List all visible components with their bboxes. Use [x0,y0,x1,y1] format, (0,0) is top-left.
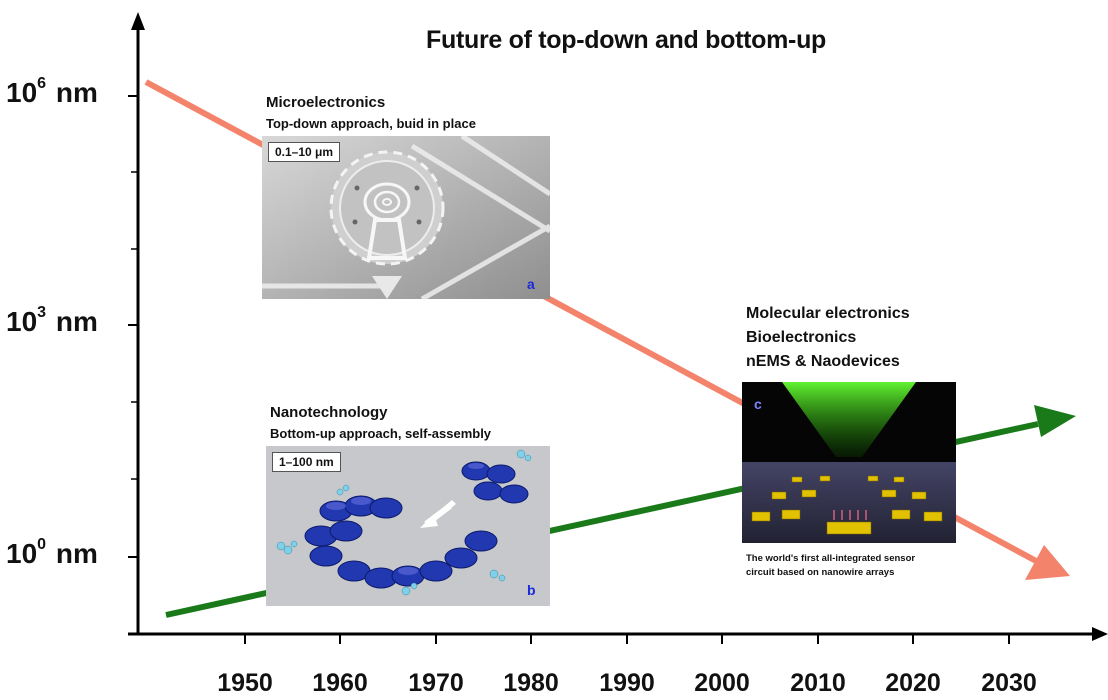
top-down-trend-arrowhead [1025,545,1070,580]
panel-label-b: b [527,582,536,598]
x-tick-label: 1980 [503,669,559,697]
top-down-subheading: Top-down approach, buid in place [266,116,476,131]
molecular-electronics-label: Molecular electronics [746,305,910,322]
sensor-caption-line-2: circuit based on nanowire arrays [746,567,895,578]
scale-label-b: 1–100 nm [272,452,341,472]
x-tick-label: 1990 [599,669,655,697]
y-label-1e0: 100 nm [6,535,98,569]
bottom-up-subheading: Bottom-up approach, self-assembly [270,426,492,441]
chart-title: Future of top-down and bottom-up [426,26,827,54]
nems-nanodevices-label: nEMS & Naodevices [746,353,900,370]
scale-label-a: 0.1–10 μm [268,142,341,162]
panel-label-a: a [527,276,535,292]
protein-assembly-image: 1–100 nm b [266,446,550,606]
bottom-up-trend-arrowhead [1034,405,1076,437]
x-tick-label: 1950 [217,669,273,697]
y-axis-arrowhead [131,12,145,30]
y-label-1e3: 103 nm [6,303,98,337]
x-tick-label: 2030 [981,669,1037,697]
x-tick-label: 1970 [408,669,464,697]
x-tick-label: 2020 [885,669,941,697]
bioelectronics-label: Bioelectronics [746,329,857,346]
x-axis-arrowhead [1092,627,1108,641]
y-axis-minor-ticks [131,171,138,480]
x-axis-ticks [244,634,1010,644]
sensor-caption: The world's first all-integrated sensor … [746,552,946,580]
x-tick-label: 2010 [790,669,846,697]
y-axis-major-ticks [128,95,138,558]
sensor-caption-line-1: The world's first all-integrated sensor [746,553,916,564]
nanowire-array-image: c [742,382,956,543]
nanotechnology-heading: Nanotechnology [270,404,388,421]
x-tick-label: 1960 [312,669,368,697]
gear-micrograph-image: 0.1–10 μm a [262,136,550,299]
panel-label-c: c [754,396,762,412]
x-tick-label: 2000 [694,669,750,697]
y-label-1e6: 106 nm [6,74,98,108]
microelectronics-heading: Microelectronics [266,94,386,111]
